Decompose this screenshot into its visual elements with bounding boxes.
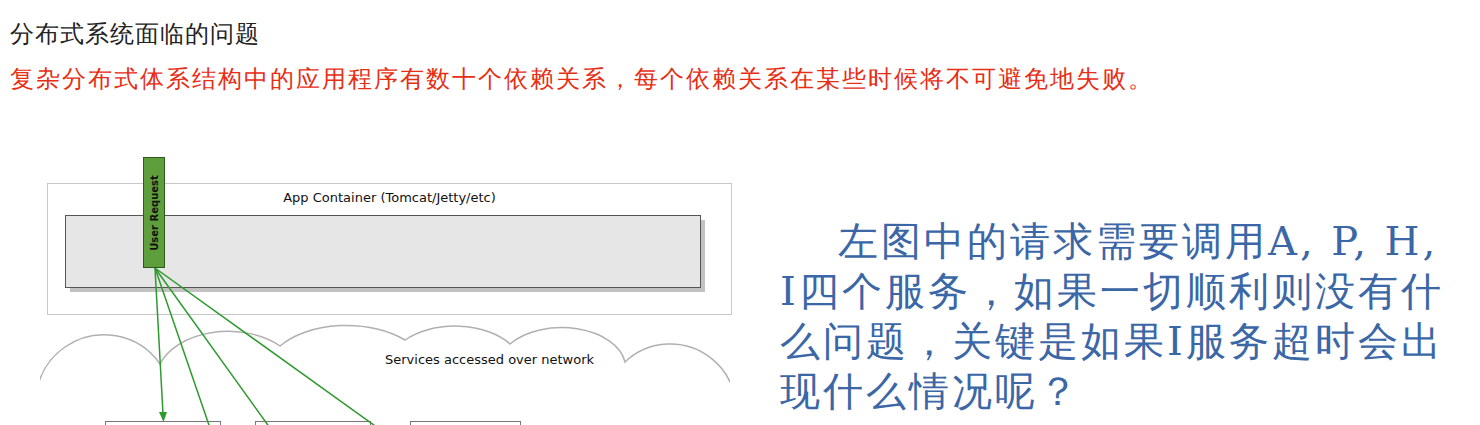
cloud-outline — [40, 322, 730, 425]
cloud-path — [40, 325, 730, 425]
page-title: 分布式系统面临的问题 — [10, 18, 260, 50]
node-label: Services accessed over network — [385, 352, 594, 367]
network-cloud: Services accessed over network — [40, 322, 730, 425]
user-request-box: User Request — [143, 157, 165, 268]
explanation-text: 左图中的请求需要调用A, P, H, I四个服务，如果一切顺利则没有什么问题，关… — [780, 216, 1470, 416]
warning-note: 复杂分布式体系结构中的应用程序有数十个依赖关系，每个依赖关系在某些时候将不可避免… — [10, 63, 1154, 95]
vertical-label: User Request — [149, 175, 160, 251]
